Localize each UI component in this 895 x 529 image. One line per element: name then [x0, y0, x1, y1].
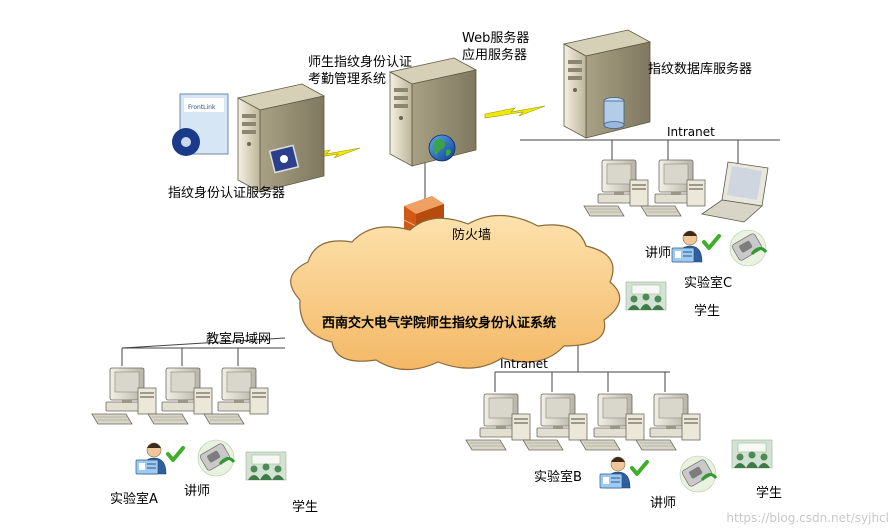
fingerprint-reader-icon-c [728, 228, 768, 268]
lab-b-label: 实验室B [534, 470, 582, 485]
student-label-c: 学生 [694, 304, 721, 319]
software-box-label: FrontLink [188, 104, 216, 111]
students-icon-c [625, 281, 667, 311]
wireless-link-right [484, 105, 546, 119]
teacher-icon-a [134, 441, 185, 476]
web-app-server [389, 57, 477, 167]
laptop-icon [700, 161, 769, 223]
student-label-b: 学生 [756, 486, 783, 501]
cloud-title: 西南交大电气学院师生指纹身份认证系统 [322, 316, 557, 331]
intranet-bottom-label: Intranet [500, 357, 548, 371]
firewall-label: 防火墙 [452, 228, 492, 243]
teacher-label-a: 讲师 [184, 484, 211, 499]
lab-b-group [465, 393, 773, 494]
attendance-label-line2: 考勤管理系统 [308, 72, 387, 87]
attendance-label-line1: 师生指纹身份认证 [308, 55, 413, 70]
lab-c-group [583, 159, 769, 311]
classroom-lan-label: 教室局域网 [206, 332, 272, 347]
fp-db-server-label: 指纹数据库服务器 [648, 62, 753, 77]
fp-auth-server-label: 指纹身份认证服务器 [168, 186, 286, 201]
teacher-icon-b [598, 455, 649, 490]
fingerprint-auth-server [237, 83, 325, 193]
web-server-label-line2: 应用服务器 [462, 48, 528, 63]
student-label-a: 学生 [292, 500, 319, 515]
fingerprint-db-server [563, 29, 651, 139]
classroom-lan-group [91, 367, 287, 481]
fingerprint-reader-icon-b [678, 454, 718, 494]
students-icon-b [731, 439, 773, 469]
campus-network-cloud [290, 214, 621, 371]
intranet-top-label: Intranet [667, 125, 715, 139]
web-server-label-line1: Web服务器 [462, 31, 530, 46]
watermark: https://blog.csdn.net/syjhcl [726, 511, 889, 525]
lab-a-label: 实验室A [110, 492, 158, 507]
fingerprint-reader-icon-a [196, 438, 236, 478]
teacher-icon-c [670, 229, 721, 264]
teacher-label-c: 讲师 [645, 246, 672, 261]
software-box: FrontLink [172, 93, 229, 156]
teacher-label-b: 讲师 [650, 496, 677, 511]
lab-c-label: 实验室C [684, 276, 733, 291]
students-icon-a [245, 451, 287, 481]
